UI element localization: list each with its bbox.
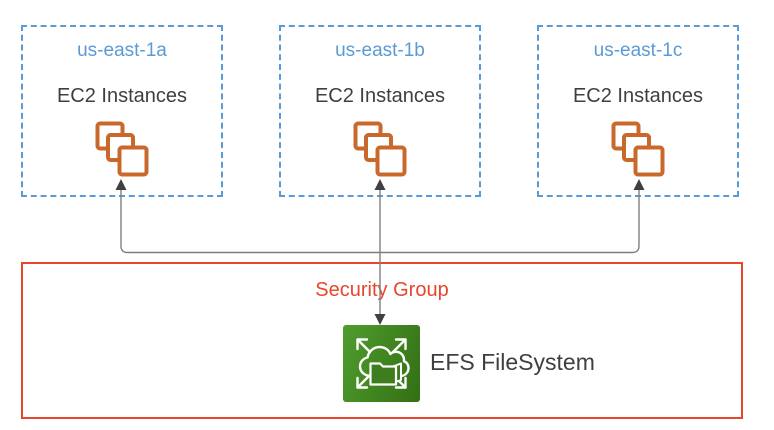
connector-left-right [120,189,640,254]
ec2-instances-label: EC2 Instances [56,85,188,107]
security-group-box [21,262,743,419]
ec2-instances-label: EC2 Instances [314,85,446,107]
az-title: us-east-1a [77,40,167,61]
ec2-instances-icon [353,121,407,177]
az-box-us-east-1b: us-east-1b EC2 Instances [279,25,481,197]
ec2-instances-icon [95,121,149,177]
az-box-us-east-1a: us-east-1a EC2 Instances [21,25,223,197]
ec2-instances-label: EC2 Instances [572,85,704,107]
ec2-instances-icon [611,121,665,177]
efs-filesystem-label: EFS FileSystem [430,349,595,375]
az-title: us-east-1c [593,40,683,61]
az-title: us-east-1b [335,40,425,61]
efs-filesystem-icon [343,325,420,402]
az-box-us-east-1c: us-east-1c EC2 Instances [537,25,739,197]
security-group-label: Security Group [315,279,449,301]
